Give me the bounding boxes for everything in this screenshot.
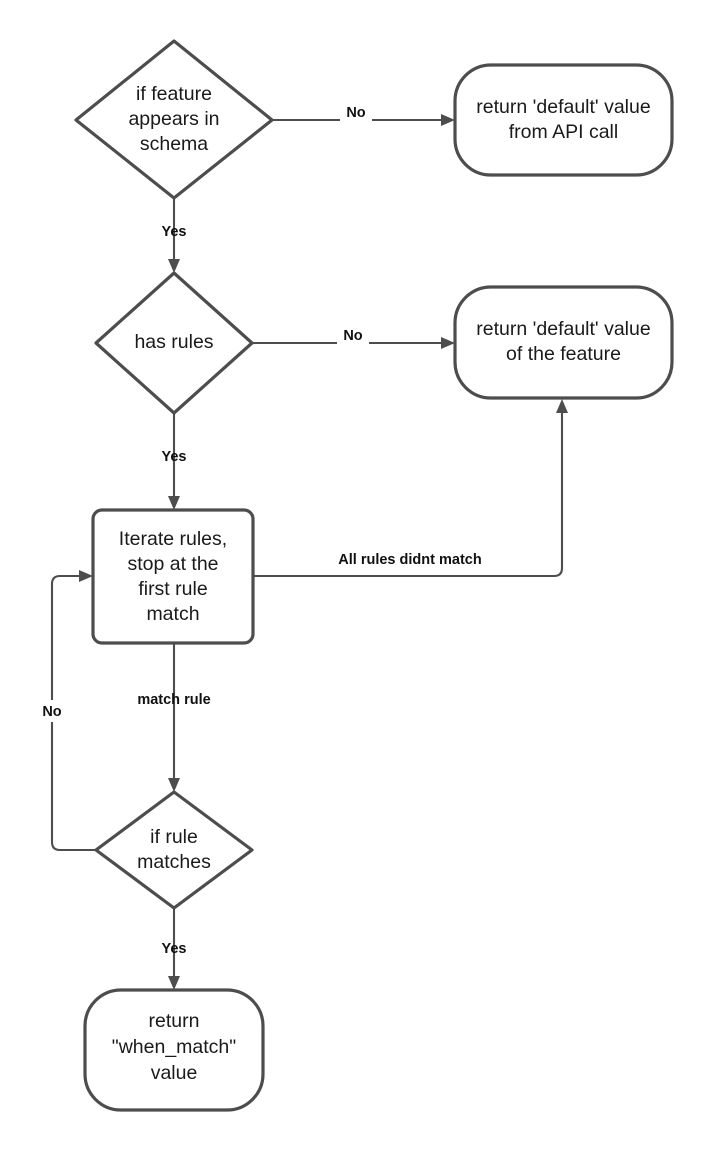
node-label-line: return 'default' value [476, 318, 650, 340]
terminal-rounded-shape [453, 63, 674, 177]
edge-hasrules-yes [168, 413, 180, 510]
edge-match-rule-arrowhead [168, 778, 180, 792]
node-decision-has-rules[interactable]: has rules [94, 271, 254, 415]
decision-diamond-shape [94, 271, 254, 415]
node-label-line: first rule [138, 578, 207, 600]
label-backdrop [340, 109, 372, 131]
node-terminal-default-feature[interactable]: return 'default' value of the feature [453, 285, 674, 400]
edge-label-hasrules-yes: Yes [162, 449, 187, 465]
edge-label-no-match: All rules didnt match [338, 552, 481, 568]
process-rect-shape [91, 508, 255, 645]
node-label-line: stop at the [127, 553, 218, 575]
edge-rule-no-arrowhead [79, 570, 93, 582]
edge-hasrules-no-arrowhead [441, 337, 455, 349]
node-label-line: schema [140, 133, 208, 155]
node-label-line: of the feature [506, 343, 621, 365]
node-label-line: Iterate rules, [119, 528, 227, 550]
edge-no-match-arrowhead [556, 399, 568, 413]
edge-match-rule [168, 643, 180, 792]
node-decision-feature-in-schema[interactable]: if feature appears in schema [74, 39, 274, 200]
node-terminal-default-api[interactable]: return 'default' value from API call [453, 63, 674, 177]
node-label-line: return 'default' value [476, 96, 650, 118]
edge-schema-yes-arrowhead [168, 259, 180, 273]
node-label-line: matches [137, 851, 211, 873]
node-terminal-when-match[interactable]: return "when_match" value [83, 988, 265, 1112]
label-backdrop [337, 332, 369, 354]
edge-label-text: No [42, 704, 61, 720]
edge-label-text: No [343, 328, 362, 344]
node-label-line: if rule [150, 826, 198, 848]
node-label-line: has rules [134, 331, 213, 353]
edge-label-text: All rules didnt match [338, 552, 481, 568]
node-label-line: appears in [128, 108, 219, 130]
decision-diamond-shape [74, 39, 274, 200]
edge-label-schema-no: No [340, 105, 372, 131]
edge-label-rule-no: No [36, 700, 68, 722]
decision-diamond-shape [94, 790, 254, 910]
edge-no-match [253, 399, 568, 578]
terminal-rounded-shape [83, 988, 265, 1112]
edge-label-text: Yes [162, 941, 187, 957]
node-decision-rule-matches[interactable]: if rule matches [94, 790, 254, 910]
edge-rule-yes [168, 908, 180, 990]
edge-label-text: match rule [137, 692, 210, 708]
edge-label-text: No [346, 105, 365, 121]
edge-label-hasrules-no: No [337, 328, 369, 354]
edge-schema-no-arrowhead [441, 114, 455, 126]
edge-no-match-line [253, 407, 564, 578]
node-label-line: if feature [136, 83, 212, 105]
edge-schema-yes [168, 198, 180, 273]
node-label-line: "when_match" [112, 1036, 236, 1058]
node-process-iterate-rules[interactable]: Iterate rules, stop at the first rule ma… [91, 508, 255, 645]
node-label-line: match [146, 603, 199, 625]
edge-label-text: Yes [162, 449, 187, 465]
label-backdrop [36, 700, 68, 722]
edge-label-rule-yes: Yes [162, 941, 187, 957]
edge-label-match-rule: match rule [137, 692, 210, 708]
edge-label-text: Yes [162, 224, 187, 240]
edge-rule-yes-arrowhead [168, 976, 180, 990]
node-label-line: value [151, 1062, 198, 1084]
node-label-line: from API call [509, 121, 618, 143]
edge-hasrules-yes-arrowhead [168, 496, 180, 510]
terminal-rounded-shape [453, 285, 674, 400]
edge-label-schema-yes: Yes [162, 224, 187, 240]
node-label-line: return [149, 1010, 200, 1032]
